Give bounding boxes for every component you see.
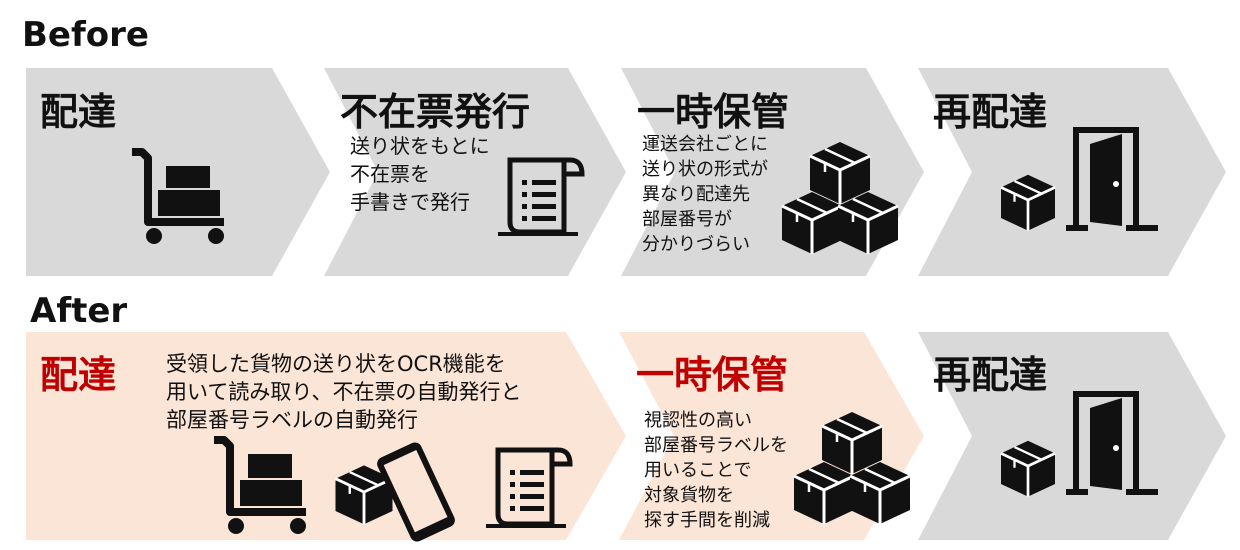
before-storage-line-2: 送り状の形式が — [642, 159, 768, 180]
before-storage-line-3: 異なり配達先 — [642, 184, 750, 205]
after-delivery-line-2: 用いて読み取り、不在票の自動発行と — [166, 380, 522, 404]
before-step-storage-title: 一時保管 — [637, 90, 789, 134]
after-step-delivery-title: 配達 — [40, 353, 116, 397]
after-step-storage-title: 一時保管 — [636, 353, 788, 397]
before-notice-line-3: 手書きで発行 — [350, 190, 470, 214]
open-door-icon — [1066, 127, 1158, 231]
smartphone-icon — [377, 442, 455, 542]
after-storage-line-1: 視認性の高い — [644, 410, 752, 431]
before-step-redelivery — [918, 68, 1226, 276]
after-step-redelivery-title: 再配達 — [933, 353, 1047, 397]
after-storage-line-2: 部屋番号ラベルを — [644, 435, 788, 456]
after-storage-line-3: 用いることで — [644, 460, 751, 481]
before-notice-line-2: 不在票を — [350, 162, 430, 186]
receipt-icon — [498, 157, 585, 236]
before-notice-line-1: 送り状をもとに — [350, 134, 490, 158]
receipt-icon — [486, 447, 573, 528]
hand-truck-icon — [214, 436, 306, 534]
before-step-redelivery-title: 再配達 — [933, 90, 1047, 134]
after-delivery-line-1: 受領した貨物の送り状をOCR機能を — [166, 352, 506, 376]
before-step-notice — [324, 68, 626, 276]
after-delivery-line-3: 部屋番号ラベルの自動発行 — [166, 408, 418, 432]
before-step-notice-title: 不在票発行 — [340, 90, 530, 134]
before-storage-line-1: 運送会社ごとに — [642, 134, 768, 155]
after-step-delivery — [26, 332, 626, 540]
after-section-label: After — [30, 291, 128, 331]
open-door-icon — [1066, 391, 1158, 495]
before-storage-line-5: 分かりづらい — [642, 234, 750, 255]
after-storage-line-4: 対象貨物を — [644, 485, 734, 506]
hand-truck-icon — [132, 148, 224, 244]
before-storage-line-4: 部屋番号が — [642, 209, 732, 230]
before-section-label: Before — [22, 15, 149, 55]
before-step-delivery-title: 配達 — [40, 90, 116, 134]
after-step-redelivery — [918, 332, 1226, 540]
after-storage-line-5: 探す手間を削減 — [644, 510, 770, 531]
